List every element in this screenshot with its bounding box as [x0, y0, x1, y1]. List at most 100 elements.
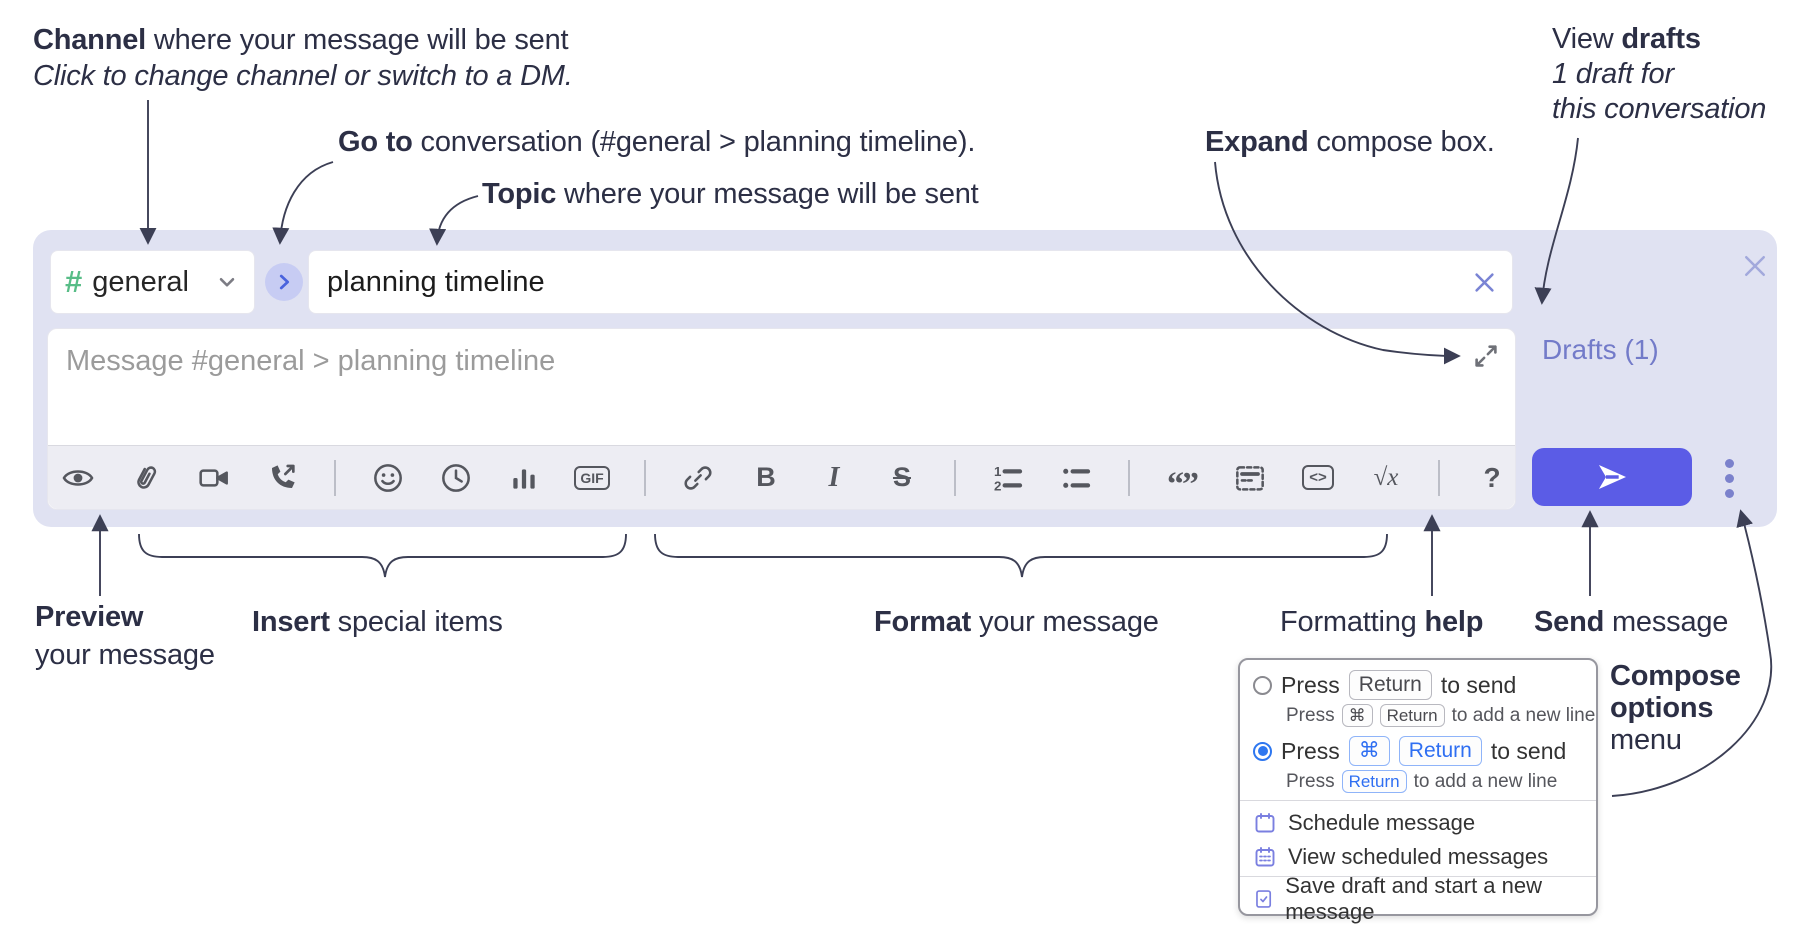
spoiler-icon[interactable] — [1234, 462, 1266, 494]
drafts-link[interactable]: Drafts (1) — [1542, 334, 1659, 365]
annotation-format: Format your message — [874, 604, 1159, 640]
cmd-key: ⌘ — [1341, 704, 1373, 727]
channel-selector[interactable]: # general — [50, 250, 255, 314]
send-plane-icon — [1598, 465, 1626, 489]
option1-after: to send — [1440, 671, 1517, 698]
annotation-preview: Preview your message — [35, 598, 215, 674]
annotation-drafts-line3: this conversation — [1552, 93, 1767, 125]
bulleted-list-icon[interactable] — [1060, 462, 1092, 494]
radio-unselected[interactable] — [1253, 675, 1272, 695]
expand-compose-icon[interactable] — [1471, 341, 1501, 371]
close-compose-icon[interactable] — [1739, 250, 1771, 282]
send-shortcut-option-cmd-return[interactable]: Press ⌘ Return to send — [1240, 736, 1596, 766]
gif-icon[interactable]: GIF — [574, 462, 610, 494]
compose-options-popup: Press Return to send Press ⌘ Return to a… — [1238, 658, 1598, 924]
menu-item-label: Save draft and start a new message — [1285, 873, 1543, 924]
calendar-icon — [1255, 813, 1275, 833]
help-glyph: ? — [1483, 461, 1501, 493]
annotation-channel-bold: Channel — [33, 24, 146, 56]
topic-input[interactable] — [325, 264, 1471, 300]
annotation-compose-options: Compose options menu — [1610, 660, 1741, 756]
annotation-expand-rest: compose box. — [1308, 126, 1495, 158]
annotation-insert: Insert special items — [252, 604, 503, 640]
option2-sub-press: Press — [1286, 770, 1335, 792]
menu-item-label: View scheduled messages — [1288, 844, 1549, 869]
toolbar-divider — [334, 459, 336, 496]
code-icon[interactable]: <> — [1302, 462, 1334, 494]
return-key: Return — [1348, 670, 1432, 700]
topic-input-wrapper — [308, 250, 1513, 314]
annotation-preview-line2: your message — [35, 639, 215, 671]
send-shortcut-option-return[interactable]: Press Return to send — [1240, 670, 1596, 700]
quote-icon[interactable]: “” — [1166, 462, 1199, 503]
compose-options-menu-button[interactable] — [1709, 458, 1749, 498]
insert-brace — [138, 533, 627, 578]
menu-item-save-draft[interactable]: Save draft and start a new message — [1240, 873, 1596, 924]
strikethrough-icon[interactable]: S — [886, 462, 918, 494]
attach-paperclip-icon[interactable] — [130, 462, 162, 494]
radio-selected[interactable] — [1253, 741, 1272, 761]
annotation-topic-bold: Topic — [482, 178, 557, 210]
annotation-goto-bold: Go to — [338, 126, 413, 158]
cmd-key: ⌘ — [1348, 736, 1390, 766]
chevron-down-icon — [214, 269, 240, 295]
message-input[interactable]: Message #general > planning timeline — [66, 345, 556, 377]
math-glyph: √x — [1373, 463, 1399, 491]
menu-item-schedule-message[interactable]: Schedule message — [1240, 806, 1596, 840]
math-icon[interactable]: √x — [1370, 462, 1402, 494]
return-key: Return — [1341, 770, 1407, 793]
audio-call-icon[interactable] — [266, 462, 298, 494]
time-icon[interactable] — [440, 462, 472, 494]
annotation-help-regular: Formatting — [1280, 606, 1425, 638]
annotation-compose-line3: menu — [1610, 724, 1682, 756]
chevron-right-icon — [279, 274, 290, 290]
annotation-channel-line2: Click to change channel or switch to a D… — [33, 60, 573, 92]
annotation-preview-bold: Preview — [35, 601, 144, 633]
option2-after: to send — [1490, 737, 1567, 764]
quote-glyph: “” — [1167, 465, 1199, 503]
channel-name: general — [92, 265, 189, 298]
annotation-compose-line2: options — [1610, 692, 1714, 724]
return-key: Return — [1379, 704, 1445, 727]
toolbar-divider — [644, 459, 646, 496]
code-glyph: <> — [1302, 465, 1334, 490]
annotation-send: Send message — [1534, 604, 1728, 640]
emoji-icon[interactable] — [372, 462, 404, 494]
bold-glyph: B — [756, 462, 776, 492]
send-shortcut-option-cmd-return-sub: Press Return to add a new line — [1240, 770, 1596, 793]
annotation-send-bold: Send — [1534, 606, 1605, 638]
go-to-conversation-button[interactable] — [265, 263, 303, 301]
menu-item-view-scheduled[interactable]: View scheduled messages — [1240, 840, 1596, 874]
annotation-goto-rest: conversation (#general > planning timeli… — [412, 126, 976, 158]
menu-item-label: Schedule message — [1288, 810, 1476, 835]
svg-text:1: 1 — [994, 464, 1002, 479]
annotation-goto: Go to conversation (#general > planning … — [338, 124, 975, 160]
clear-topic-icon[interactable] — [1471, 269, 1498, 296]
preview-eye-icon[interactable] — [62, 462, 94, 494]
annotation-drafts-view: View — [1552, 23, 1622, 55]
annotation-help-bold: help — [1424, 606, 1484, 638]
help-icon[interactable]: ? — [1476, 462, 1508, 494]
video-call-icon[interactable] — [198, 462, 230, 494]
poll-chart-icon[interactable] — [508, 462, 540, 494]
toolbar-divider — [1438, 459, 1440, 496]
annotation-channel: Channel where your message will be sent … — [33, 22, 573, 94]
svg-text:2: 2 — [994, 478, 1001, 493]
annotation-help: Formatting help — [1280, 604, 1483, 640]
message-area: Message #general > planning timeline — [47, 328, 1516, 510]
bold-icon[interactable]: B — [750, 462, 782, 494]
popup-divider — [1240, 876, 1596, 877]
annotation-send-rest: message — [1604, 606, 1729, 638]
option2-press: Press — [1281, 737, 1340, 764]
strikethrough-glyph: S — [892, 462, 911, 492]
link-icon[interactable] — [682, 462, 714, 494]
annotation-format-bold: Format — [874, 606, 972, 638]
italic-icon[interactable]: I — [818, 462, 850, 494]
send-button[interactable] — [1532, 448, 1692, 506]
format-brace — [654, 533, 1388, 578]
draft-document-icon — [1256, 890, 1272, 908]
italic-glyph: I — [828, 461, 840, 493]
